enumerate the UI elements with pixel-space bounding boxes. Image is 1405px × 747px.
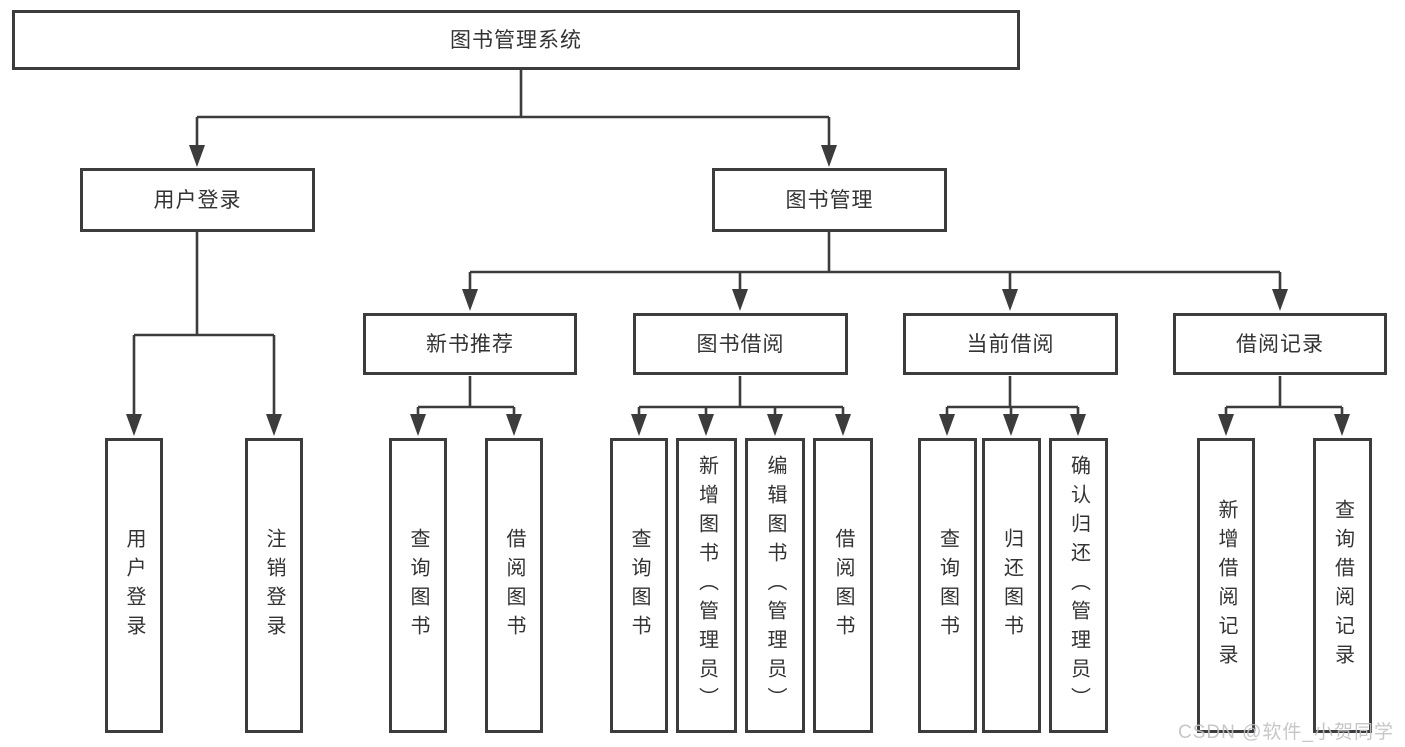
leaf-confirm-return-admin: 确认归还（管理员）: [1049, 438, 1108, 733]
leaf-logout: 注销登录: [245, 438, 303, 733]
leaf-query-book-3: 查询图书: [918, 438, 977, 733]
node-user-login: 用户登录: [80, 168, 315, 232]
watermark-text: CSDN @软件_小贺同学: [1178, 722, 1394, 743]
leaf-user-login: 用户登录: [105, 438, 163, 733]
leaf-query-book-2: 查询图书: [610, 438, 668, 733]
leaf-edit-book-admin: 编辑图书（管理员）: [745, 438, 805, 733]
leaf-add-book-admin: 新增图书（管理员）: [676, 438, 737, 733]
node-book-borrowing: 图书借阅: [633, 313, 848, 375]
node-borrowing-records: 借阅记录: [1173, 313, 1387, 375]
leaf-query-book-1: 查询图书: [389, 438, 447, 733]
node-root: 图书管理系统: [12, 10, 1020, 70]
leaf-add-borrow-record: 新增借阅记录: [1197, 438, 1255, 733]
leaf-borrow-book-1: 借阅图书: [485, 438, 543, 733]
leaf-borrow-book-2: 借阅图书: [813, 438, 873, 733]
node-new-book-recommendation: 新书推荐: [363, 313, 577, 375]
node-book-management: 图书管理: [712, 168, 947, 232]
node-current-borrowing: 当前借阅: [903, 313, 1118, 375]
leaf-query-borrow-record: 查询借阅记录: [1313, 438, 1372, 733]
leaf-return-book: 归还图书: [982, 438, 1041, 733]
